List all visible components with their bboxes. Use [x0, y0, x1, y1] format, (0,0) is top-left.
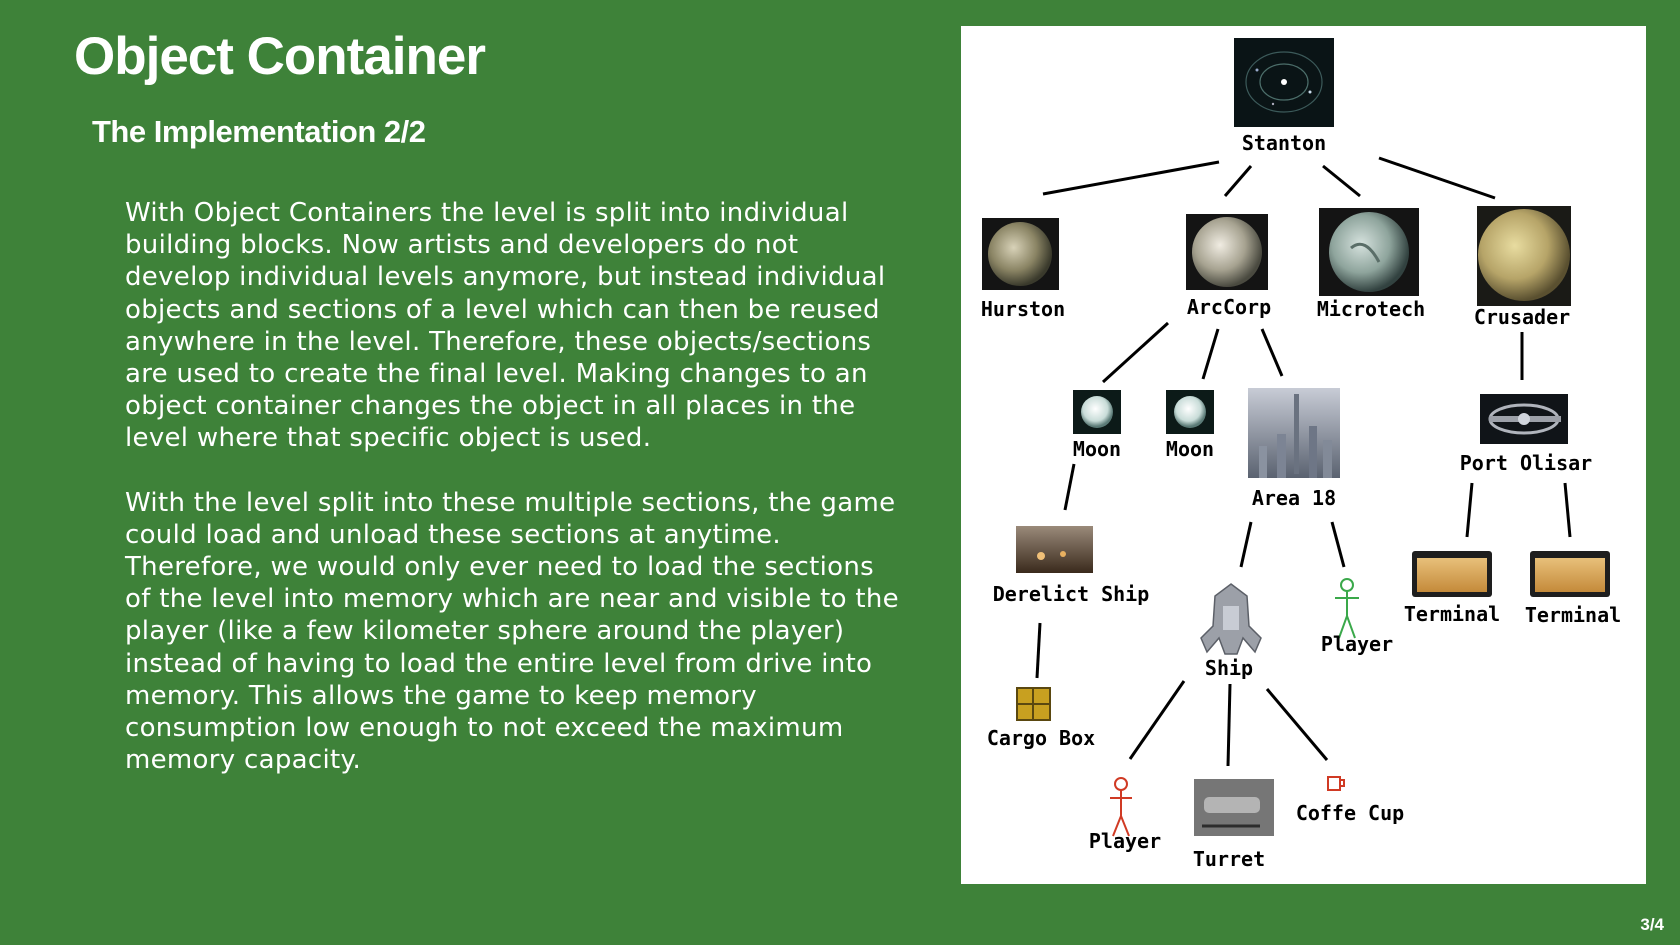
node-area18: Area 18 [1248, 388, 1340, 510]
edge-stanton-arccorp [1223, 165, 1253, 197]
label-derelict-ship: Derelict Ship [993, 582, 1150, 606]
label-port-olisar: Port Olisar [1460, 451, 1592, 475]
edge-portolisar-terminal1 [1465, 482, 1474, 538]
tree-svg: Stanton Hurston ArcCorp Microtech Crusad… [981, 38, 1621, 871]
label-moon-2: Moon [1166, 437, 1214, 461]
edge-stanton-microtech [1322, 164, 1361, 198]
node-microtech: Microtech [1317, 208, 1425, 321]
edge-area18-player [1330, 521, 1346, 568]
edge-arccorp-area18 [1260, 328, 1284, 377]
label-stanton: Stanton [1242, 131, 1326, 155]
player-green-figure-icon [1335, 578, 1359, 639]
node-moon-2: Moon [1166, 390, 1214, 461]
object-container-tree-diagram: Stanton Hurston ArcCorp Microtech Crusad… [961, 26, 1646, 884]
paragraph-1: With Object Containers the level is spli… [125, 198, 886, 454]
paragraph-2: With the level split into these multiple… [125, 487, 899, 776]
node-derelict-ship: Derelict Ship [993, 526, 1150, 606]
label-hurston: Hurston [981, 297, 1065, 321]
label-moon-1: Moon [1073, 437, 1121, 461]
node-turret: Turret [1193, 779, 1274, 871]
label-ship: Ship [1205, 656, 1253, 680]
label-terminal-2: Terminal [1525, 603, 1621, 627]
node-coffe-cup: Coffe Cup [1296, 776, 1404, 825]
edge-area18-ship [1239, 521, 1253, 568]
label-terminal-1: Terminal [1404, 602, 1500, 626]
ship-image [1200, 583, 1262, 655]
body-text: With Object Containers the level is spli… [125, 197, 905, 808]
edge-ship-player [1128, 680, 1186, 760]
edge-portolisar-terminal2 [1563, 482, 1572, 538]
node-player-area18: Player [1321, 578, 1393, 656]
edge-derelict-cargobox [1035, 622, 1042, 679]
node-terminal-2: Terminal [1525, 551, 1621, 627]
label-coffe-cup: Coffe Cup [1296, 801, 1404, 825]
label-area18: Area 18 [1252, 486, 1336, 510]
edge-ship-coffecup [1265, 688, 1329, 761]
node-port-olisar: Port Olisar [1460, 394, 1592, 475]
label-arccorp: ArcCorp [1187, 295, 1271, 319]
node-player-ship: Player [1089, 777, 1161, 853]
edge-arccorp-moon1 [1101, 321, 1170, 384]
label-player-ship: Player [1089, 829, 1161, 853]
derelict-ship-image [1016, 526, 1093, 573]
node-arccorp: ArcCorp [1186, 214, 1271, 319]
edge-moon1-derelict [1063, 463, 1076, 511]
node-crusader: Crusader [1474, 206, 1571, 329]
label-crusader: Crusader [1474, 305, 1570, 329]
label-turret: Turret [1193, 847, 1265, 871]
slide-title: Object Container [74, 27, 486, 86]
edge-stanton-crusader [1378, 156, 1496, 200]
node-moon-1: Moon [1073, 390, 1121, 461]
label-microtech: Microtech [1317, 297, 1425, 321]
node-terminal-1: Terminal [1404, 551, 1500, 626]
node-stanton: Stanton [1234, 38, 1334, 155]
label-player-area18: Player [1321, 632, 1393, 656]
node-cargo-box: Cargo Box [987, 687, 1095, 750]
node-ship: Ship [1200, 583, 1262, 680]
slide-subtitle: The Implementation 2/2 [92, 114, 426, 149]
label-cargo-box: Cargo Box [987, 726, 1095, 750]
page-number: 3/4 [1640, 915, 1664, 934]
edge-stanton-hurston [1042, 160, 1220, 196]
tree-edges [1035, 156, 1572, 767]
edge-ship-turret [1226, 683, 1232, 767]
edge-arccorp-moon2 [1201, 328, 1220, 380]
coffee-cup-icon [1327, 776, 1345, 791]
node-hurston: Hurston [981, 218, 1065, 321]
player-red-figure-icon [1110, 777, 1132, 837]
